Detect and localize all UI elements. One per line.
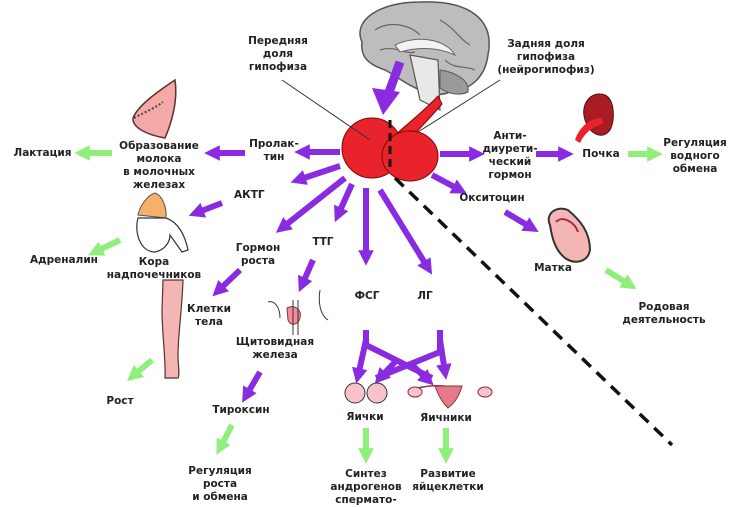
kidney-icon [575,93,614,143]
effect-arrows [74,145,663,464]
label-labor: Родовая деятельность [622,301,706,326]
label-acth: АКТГ [234,189,265,201]
lobe-divider-extension [393,176,674,447]
label-testes: Яички [346,411,384,423]
label-posterior-lobe: Задняя доля гипофиза (нейрогипофиз) [497,38,595,76]
label-body-cells: Клетки тела [187,303,231,328]
arrow-growth-metabolism [216,423,235,455]
label-growth-hormone: Гормон роста [235,242,281,267]
pituitary-gland-icon [341,117,439,182]
label-thyroxine: Тироксин [212,404,270,416]
anterior-pointer [281,79,371,141]
hormone-arrows [188,144,574,403]
label-lactation: Лактация [13,147,72,159]
adrenal-gland-icon [136,192,189,253]
label-fsh: ФСГ [354,290,380,302]
arrow-lh [377,188,433,275]
arrow-to-thyroid [298,258,316,293]
arrow-acth [290,163,341,185]
label-adrenal-cortex: Кора надпочечников [106,256,202,281]
hypothalamus-arrow [372,60,405,115]
leg-icon [161,279,184,379]
label-egg-development: Развитие яйцеклетки [412,468,484,493]
label-thyroid: Щитовидная железа [235,336,315,361]
label-ovaries: Яичники [420,412,472,424]
label-lh: ЛГ [417,290,433,302]
label-adrenaline: Адреналин [30,254,98,266]
arrow-to-uterus [503,209,539,232]
arrow-to-adrenal [188,200,224,218]
label-tsh: ТТГ [312,236,334,248]
label-oxytocin: Окситоцин [459,192,525,204]
posterior-pointer [417,79,501,133]
label-prolactin: Пролак- тин [249,138,299,163]
arrow-adrenaline [87,237,122,256]
mammary-gland-icon [132,78,177,139]
label-growth-metabolism: Регуляция роста и обмена [188,465,252,503]
label-uterus: Матка [534,262,572,274]
arrow-to-cells [212,267,243,297]
ovaries-icon [407,385,493,409]
arrow-labor [604,267,637,290]
arrow-to-thyroxine [242,370,263,403]
label-anterior-lobe: Передняя доля гипофиза [248,35,308,73]
testes-icon [344,382,388,404]
label-androgen-synthesis: Синтез андрогенов сперматo- [330,468,402,506]
arrow-tsh [334,182,355,223]
label-milk-formation: Образование молока в молочных железах [119,140,199,191]
label-adh: Анти- диурети- ческий гормон [482,130,538,181]
thyroid-icon [267,289,329,335]
uterus-fetus-icon [547,207,592,263]
arrow-growth [127,357,154,382]
label-growth: Рост [106,395,134,407]
arrow-oxytocin [430,172,467,194]
label-kidney: Почка [582,148,620,160]
arrow-growth-hormone [275,175,347,233]
label-water-regulation: Регуляция водного обмена [663,137,727,175]
